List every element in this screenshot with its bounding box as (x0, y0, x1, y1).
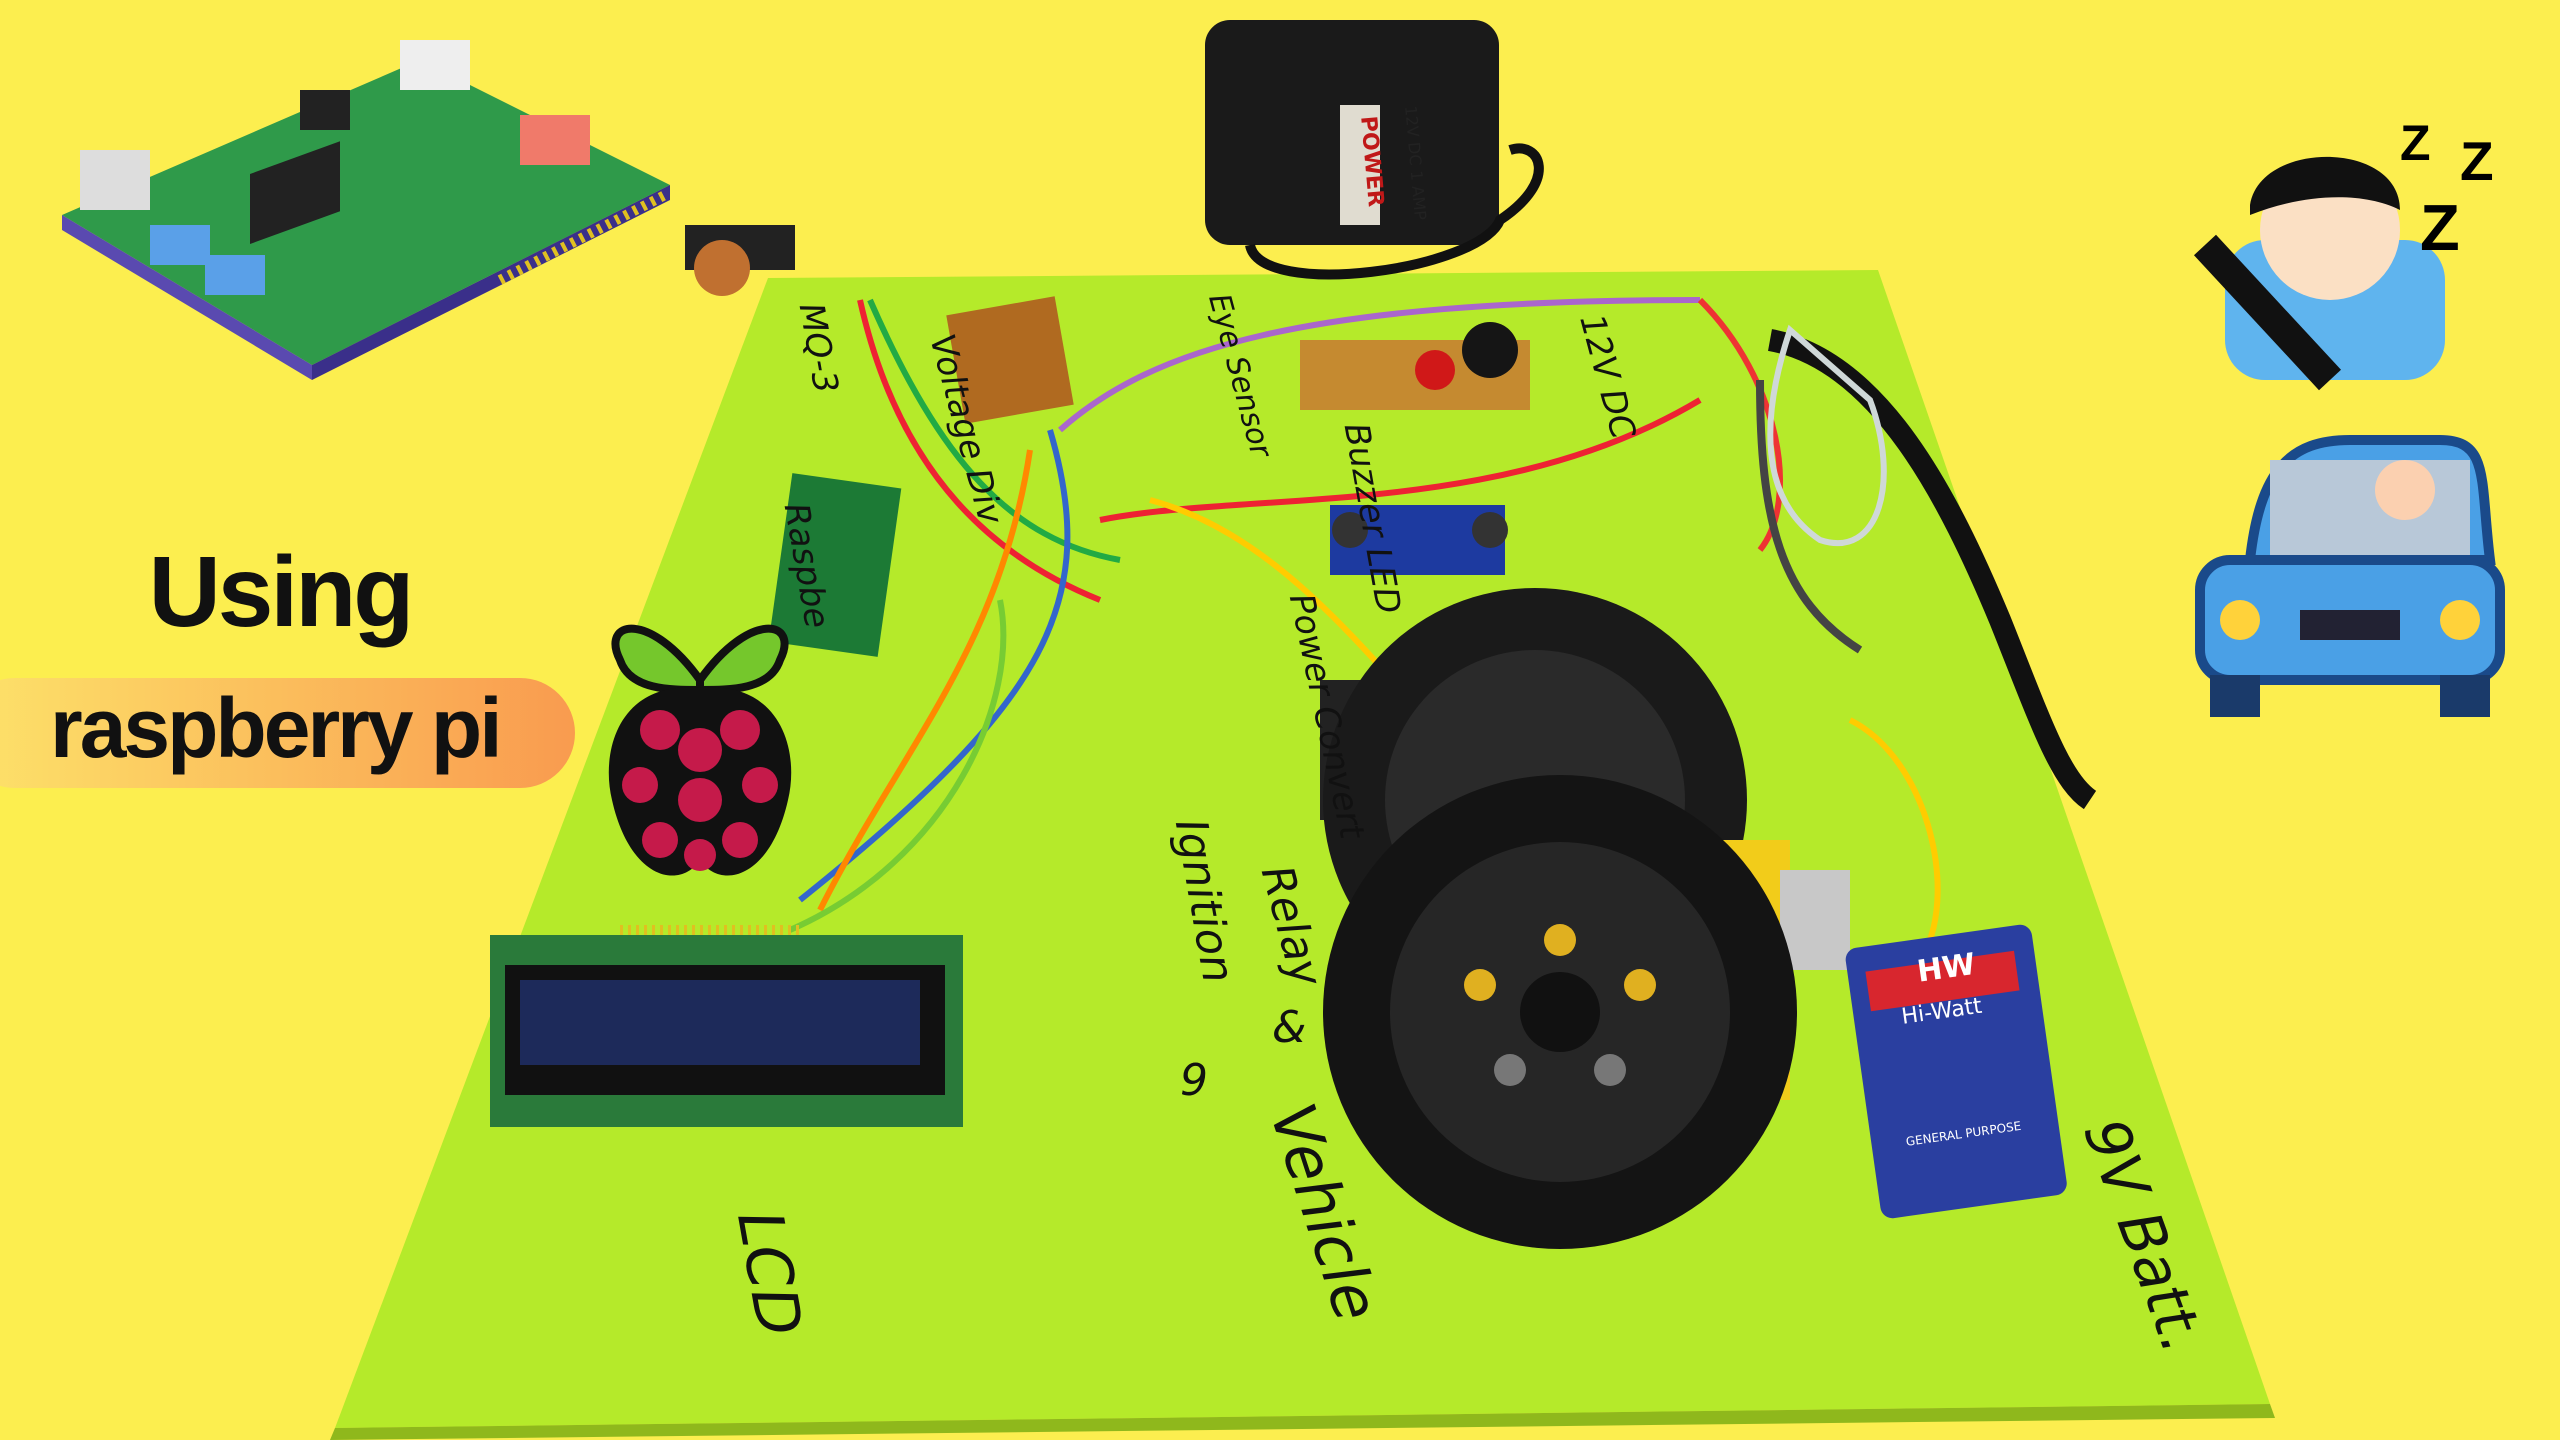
wires (788, 297, 1941, 962)
svg-text:Z: Z (2400, 115, 2431, 171)
highlight-pill (0, 678, 575, 788)
raspberry-pi-board-icon (62, 40, 670, 380)
sleeping-driver-icon: Z Z Z (2193, 115, 2494, 391)
mq3-sensor (685, 225, 795, 296)
headline-text: Using (148, 536, 415, 648)
board-edge (330, 1404, 2275, 1440)
label-nine: 9 (1180, 1055, 1208, 1106)
label-ampersand: & (1272, 1002, 1307, 1053)
power-adapter (1205, 20, 1544, 280)
eye-sensor-glasses (1756, 324, 2097, 810)
drowsy-driver-car-icon (2195, 435, 2505, 717)
svg-text:Z: Z (2420, 191, 2460, 264)
raspberry-pi-logo-icon (608, 624, 792, 876)
raspberry-pi-pico (768, 473, 902, 657)
power-converter-module (1330, 505, 1508, 575)
svg-text:Z: Z (2460, 130, 2494, 192)
motor-wheel-front (1323, 775, 1797, 1249)
voltage-divider-pcb (946, 296, 1074, 424)
motor-can (1780, 870, 1850, 970)
lcd-display (490, 925, 963, 1127)
buzzer-led-pcb (1300, 322, 1530, 410)
pill-label: raspberry pi (50, 681, 503, 775)
9v-battery (1845, 924, 2067, 1219)
